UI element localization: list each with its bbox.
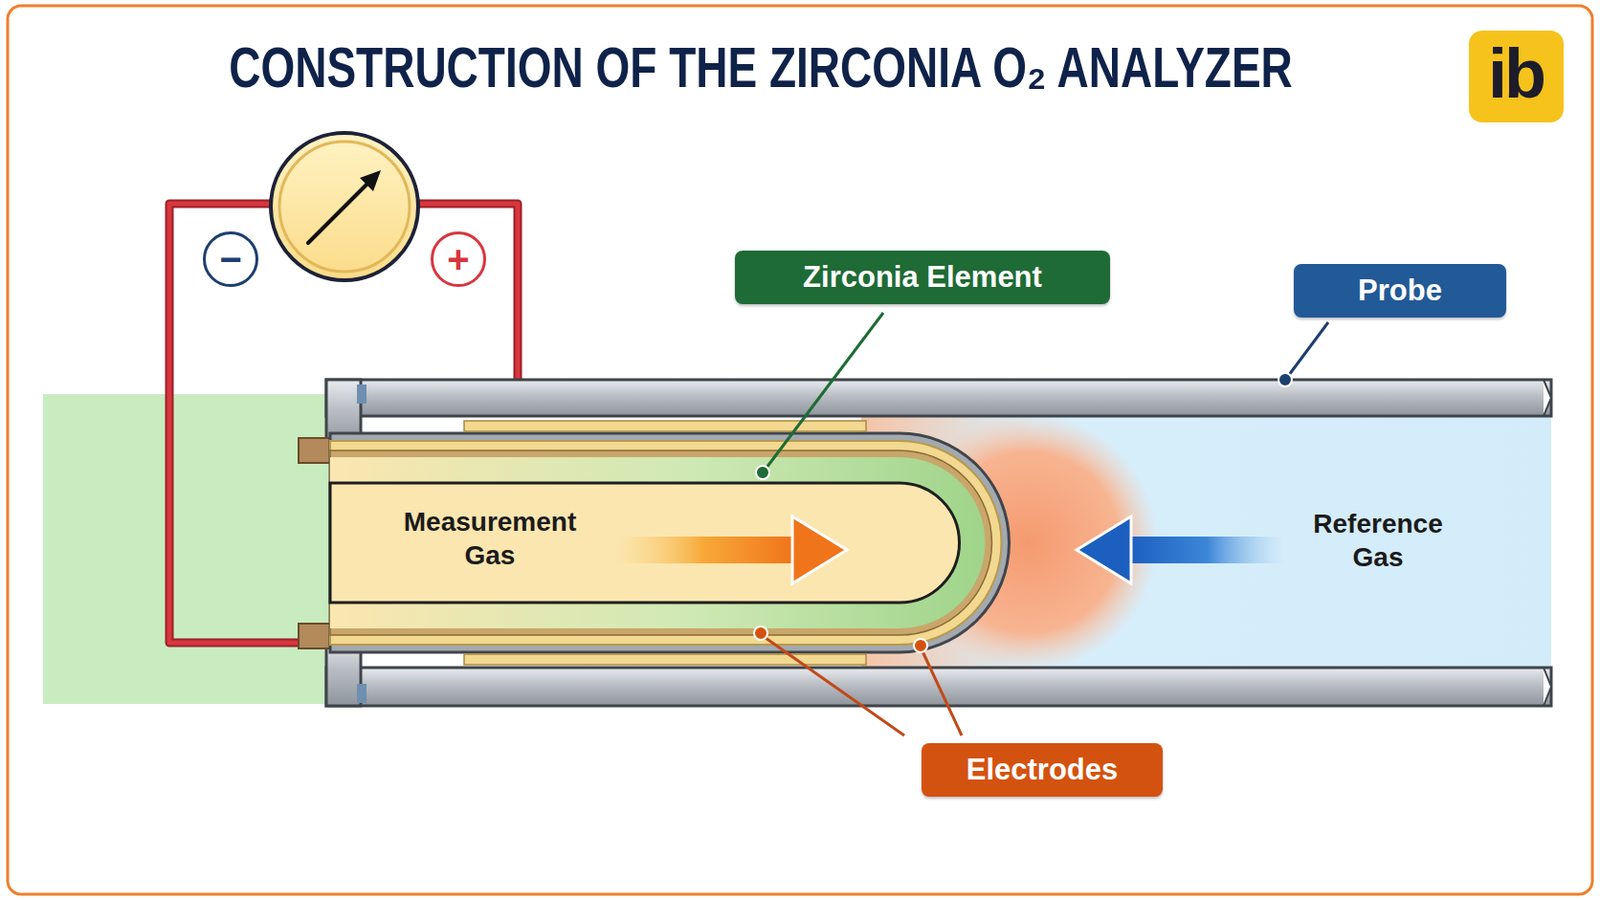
node-text: − (219, 240, 242, 279)
node-text: Electrodes (966, 753, 1119, 788)
part-label: Zirconia Element (734, 250, 1111, 305)
node-text: + (446, 240, 469, 279)
plus-terminal: + (430, 231, 487, 288)
gas-label: Measurement Gas (403, 505, 578, 573)
node-text: Zirconia Element (802, 260, 1043, 295)
brand-logo: ib (1468, 30, 1564, 123)
diagram-title: CONSTRUCTION OF THE ZIRCONIA O₂ ANALYZER (228, 34, 1293, 101)
minus-terminal: − (202, 231, 259, 288)
gas-label: Reference Gas (1312, 507, 1443, 575)
node-text: ib (1488, 39, 1544, 109)
node-text: Probe (1357, 273, 1443, 309)
part-label: Probe (1293, 264, 1507, 318)
part-label: Electrodes (921, 743, 1163, 798)
